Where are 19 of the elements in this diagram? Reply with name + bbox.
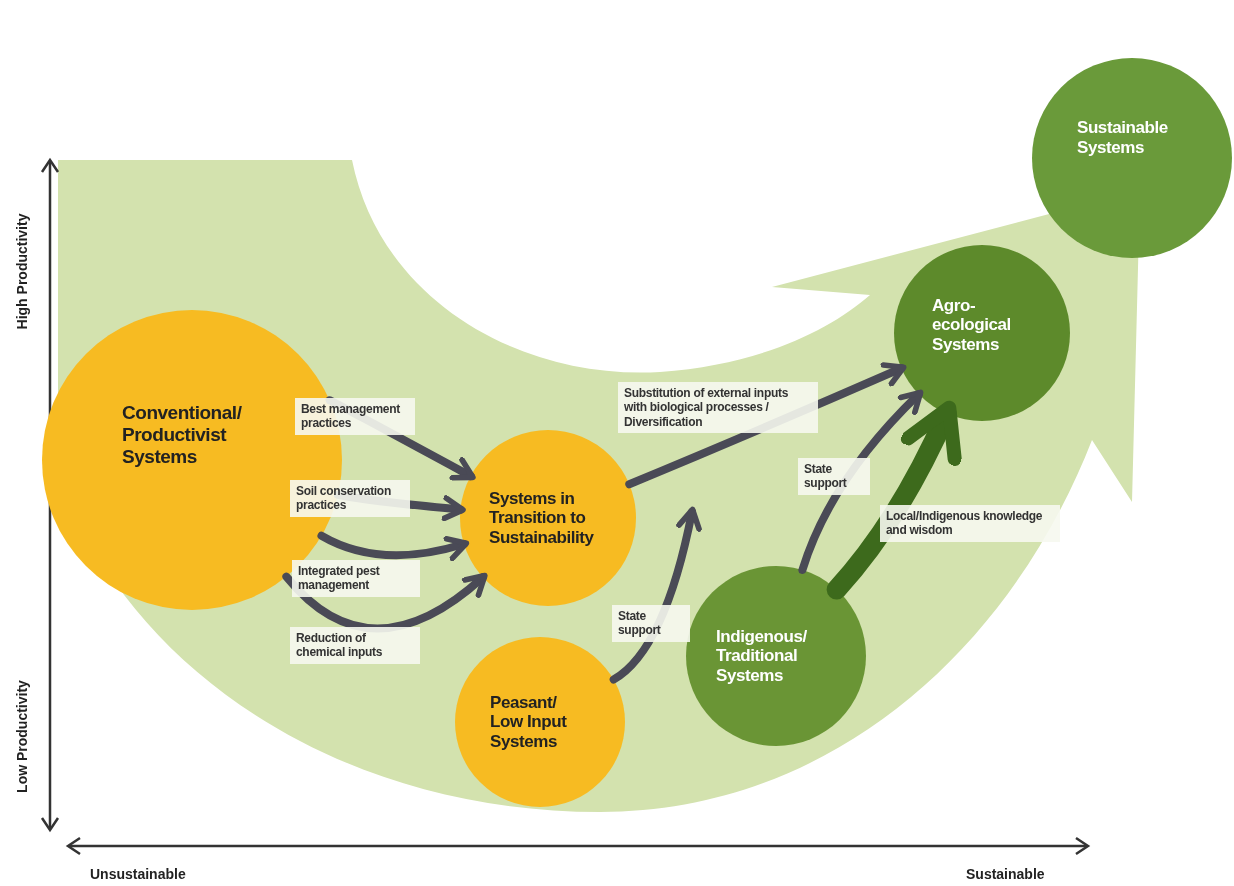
system-label: Agro-ecological Systems	[932, 295, 1012, 355]
axis-label: Sustainable	[966, 865, 1045, 884]
arrow	[317, 531, 470, 561]
edge-label: Soil conservation practices	[290, 480, 410, 517]
system-label: Peasant/ Low Input Systems	[490, 692, 568, 752]
axis-label: High Productivity	[12, 212, 31, 332]
edge-label: State support	[798, 458, 870, 495]
system-label: Conventional/ Productivist Systems	[122, 402, 243, 468]
edge-label: Local/Indigenous knowledge and wisdom	[880, 505, 1060, 542]
edge-label: State support	[612, 605, 690, 642]
system-label: Systems in Transition to Sustainability	[489, 488, 595, 548]
edge-label: Reduction of chemical inputs	[290, 627, 420, 664]
axis-label: Unsustainable	[90, 865, 186, 884]
axis-label: Low Productivity	[12, 679, 31, 795]
edge-label: Substitution of external inputs with biological processes / Diversification	[618, 382, 818, 434]
edge-label: Integrated pest management	[292, 560, 420, 597]
system-label: Sustainable Systems	[1077, 118, 1169, 158]
edge-label: Best management practices	[295, 398, 415, 435]
system-label: Indigenous/ Traditional Systems	[716, 626, 808, 686]
